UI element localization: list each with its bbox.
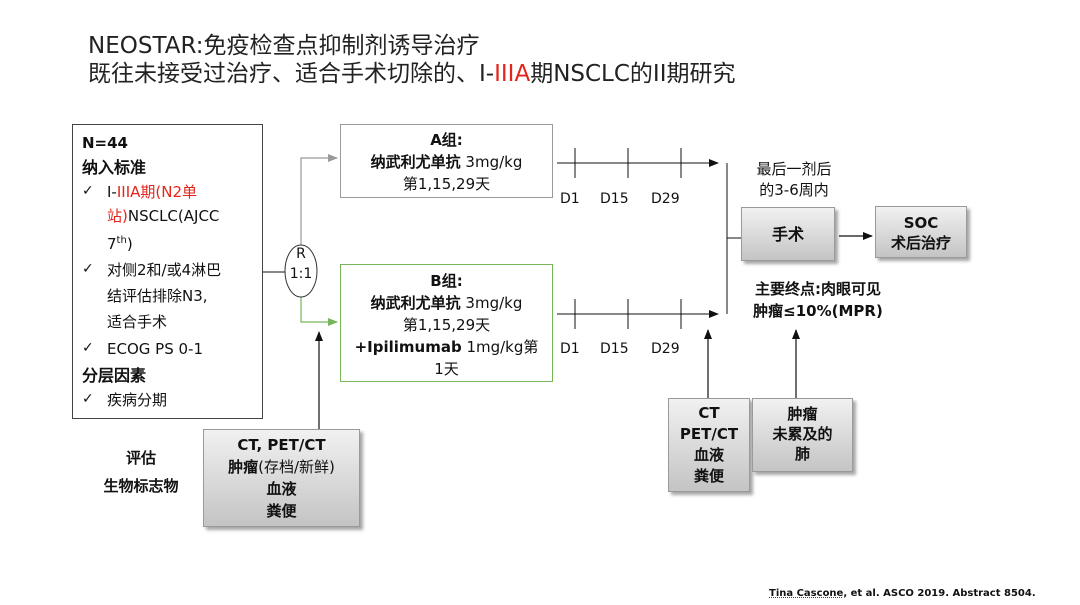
citation-rest: , et al. ASCO 2019. Abstract 8504. [843, 588, 1036, 599]
inclusion-header: 纳入标准 [82, 158, 147, 177]
surgery-timing-line2: 的3-6周内 [759, 181, 829, 199]
arm-a-box: A组: 纳武利尤单抗 3mg/kg 第1,15,29天 [340, 124, 553, 198]
baseline-line3: 血液 [266, 480, 297, 498]
arm-b-dose2: 1mg/kg第 [461, 338, 539, 356]
title-line2-stage: IIIA [494, 61, 531, 87]
randomize-circle [284, 244, 318, 298]
eligibility-box [72, 124, 263, 419]
surgery-timing-note: 最后一剂后 的3-6周内 [738, 159, 850, 201]
inclusion-item-lymph-3: 适合手术 [107, 313, 168, 331]
inclusion-item-ecog: ECOG PS 0-1 [107, 340, 203, 358]
arm-b-regimen: 纳武利尤单抗 3mg/kg [341, 292, 552, 314]
baseline-line4: 粪便 [266, 502, 297, 520]
surgery-label: 手术 [771, 225, 804, 244]
arm-b-days2: 1天 [434, 360, 459, 378]
timeline-b-d1-label: D1 [560, 341, 580, 357]
post2-line3: 肺 [794, 445, 810, 463]
item1-stage-red-cont: 站) [107, 207, 128, 225]
post1-line3: 血液 [693, 446, 724, 464]
primary-endpoint: 主要终点:肉眼可见 肿瘤≤10%(MPR) [728, 278, 908, 322]
inclusion-item-stage-cont: 站)NSCLC(AJCC [107, 206, 219, 227]
timeline-b-d29-label: D29 [651, 341, 680, 357]
post1-line4: 粪便 [693, 467, 724, 485]
surgery-box: 手术 [741, 207, 835, 261]
post-sampling-box-2: 肿瘤 未累及的 肺 [752, 398, 853, 472]
randomize-to-arm-a-arrow [300, 154, 338, 246]
arm-a-regimen: 纳武利尤单抗 3mg/kg [341, 151, 552, 173]
check-icon: ✓ [82, 261, 94, 277]
item1-prefix: I- [107, 183, 117, 201]
check-icon: ✓ [82, 340, 94, 356]
randomize-to-arm-b-arrow [300, 297, 338, 326]
post-sampling-box-1: CT PET/CT 血液 粪便 [668, 398, 750, 492]
biomarker-assess-line1: 评估 [125, 449, 156, 467]
slide-title-line2: 既往未接受过治疗、适合手术切除的、I-IIIA期NSCLC的II期研究 [88, 60, 736, 88]
randomize-label: R [296, 246, 306, 262]
arm-b-days: 第1,15,29天 [402, 316, 491, 334]
arm-a-days: 第1,15,29天 [402, 175, 491, 193]
soc-line1: SOC [903, 214, 939, 232]
item1-close: ) [126, 235, 133, 253]
inclusion-item-ajcc-edition: 7th) [107, 230, 133, 255]
item1-edition: 7 [107, 235, 117, 253]
inclusion-item-lymph-1: 对侧2和/或4淋巴 [107, 261, 222, 279]
baseline-tumor: 肿瘤 [228, 458, 259, 476]
post2-line1: 肿瘤 [787, 405, 818, 423]
arm-a-drug: 纳武利尤单抗 [370, 153, 461, 171]
baseline-biomarker-box: CT, PET/CT 肿瘤(存档/新鲜) 血液 粪便 [203, 429, 360, 527]
arm-b-dose: 3mg/kg [460, 294, 523, 312]
biomarker-assess-line2: 生物标志物 [103, 477, 179, 495]
arm-b-box: B组: 纳武利尤单抗 3mg/kg 第1,15,29天 +Ipilimumab … [340, 264, 553, 382]
randomize-ratio: 1:1 [289, 266, 313, 282]
post2-line2: 未累及的 [772, 425, 833, 443]
check-icon: ✓ [82, 183, 94, 199]
surgery-timing-line1: 最后一剂后 [756, 160, 832, 178]
item1-stage-red: IIIA期(N2单 [116, 183, 197, 201]
post1-line1: CT [698, 404, 720, 422]
arm-a-dose: 3mg/kg [460, 153, 523, 171]
post1-line2: PET/CT [679, 425, 739, 443]
timeline-a-d1-label: D1 [560, 191, 580, 207]
inclusion-item-lymph-2: 结评估排除N3, [107, 287, 208, 305]
arm-b-drug: 纳武利尤单抗 [370, 294, 461, 312]
arm-b-regimen2: +Ipilimumab 1mg/kg第 [341, 336, 552, 358]
timeline-a-d29-label: D29 [651, 191, 680, 207]
citation-author: Tina Cascone [769, 588, 844, 599]
item1-nsclc: NSCLC(AJCC [127, 207, 220, 225]
baseline-line1: CT, PET/CT [237, 436, 326, 454]
timeline-a-d15-label: D15 [600, 191, 629, 207]
primary-endpoint-line1: 主要终点:肉眼可见 [755, 280, 881, 298]
slide-title-line1: NEOSTAR:免疫检查点抑制剂诱导治疗 [88, 33, 480, 59]
item1-edition-sup: th [116, 235, 127, 246]
timeline-b-d15-label: D15 [600, 341, 629, 357]
title-line2-part2: 期NSCLC的II期研究 [530, 61, 736, 87]
baseline-tumor-note: (存档/新鲜) [258, 458, 335, 476]
arm-b-drug2: +Ipilimumab [354, 338, 462, 356]
title-line2-part1: 既往未接受过治疗、适合手术切除的、I- [88, 61, 495, 87]
inclusion-item-stage: I-IIIA期(N2单 [107, 182, 197, 203]
biomarker-assessment-label: 评估 生物标志物 [86, 444, 196, 500]
stratification-header: 分层因素 [82, 366, 147, 385]
patient-count: N=44 [82, 134, 128, 152]
baseline-line2: 肿瘤(存档/新鲜) [204, 456, 359, 478]
arm-b-name: B组: [430, 272, 463, 290]
soc-line2: 术后治疗 [890, 234, 951, 252]
stratification-item: 疾病分期 [107, 391, 168, 409]
arm-a-name: A组: [430, 131, 463, 149]
primary-endpoint-line2: 肿瘤≤10%(MPR) [753, 302, 883, 320]
soc-box: SOC 术后治疗 [875, 206, 967, 258]
citation: Tina Cascone, et al. ASCO 2019. Abstract… [769, 588, 1036, 599]
check-icon: ✓ [82, 391, 94, 407]
